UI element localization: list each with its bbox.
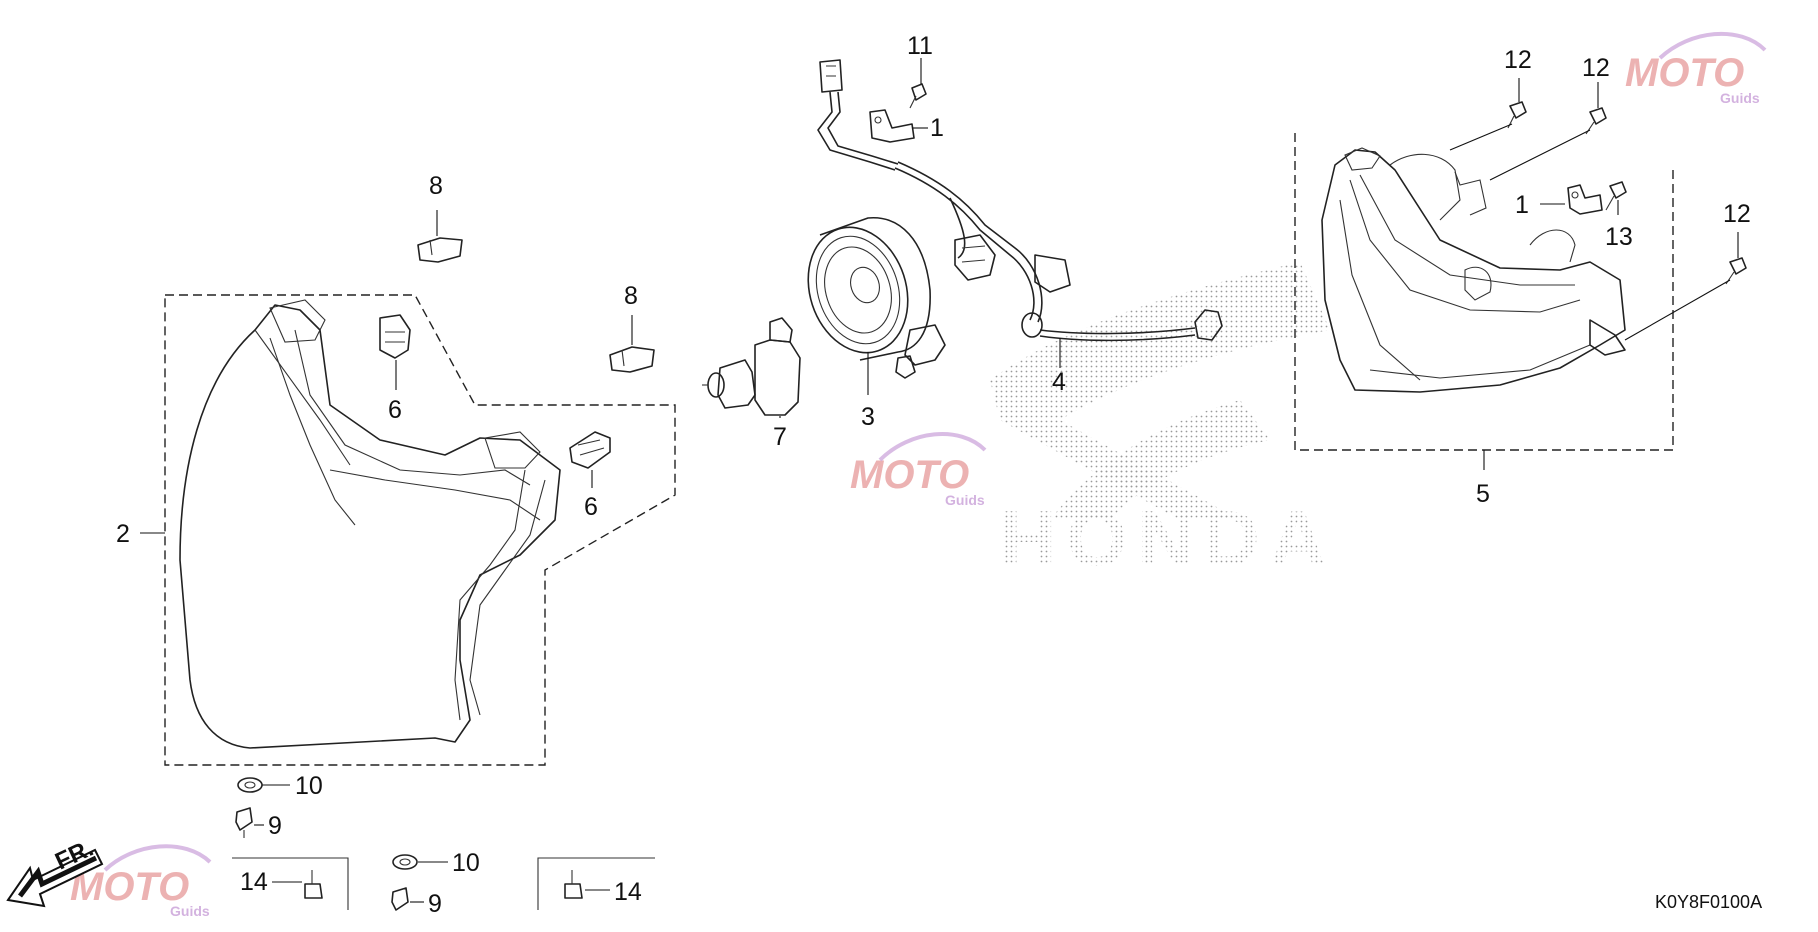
callout-7: 7 [773, 423, 787, 451]
bolt-part-14-left [304, 870, 323, 899]
callout-12b: 12 [1582, 54, 1610, 82]
grommet-part-8-lower [609, 346, 655, 373]
clamp-part-1-center [869, 109, 915, 143]
screw-part-13 [1605, 181, 1627, 211]
screw-part-12-c [1624, 257, 1747, 341]
dust-cover-part-3 [807, 217, 946, 379]
callout-14a: 14 [240, 868, 268, 896]
honda-wing-watermark [990, 262, 1330, 520]
headlight-lens-part-2 [179, 299, 561, 749]
callout-12a: 12 [1504, 46, 1532, 74]
bolt-part-14-right [564, 870, 583, 899]
moto-guids-logo-top-right: MOTO Guids [1625, 31, 1767, 106]
grommet-part-8-upper [417, 237, 463, 263]
callout-2: 2 [116, 520, 130, 548]
headlight-bulb-part-7 [702, 317, 801, 416]
callout-9a: 9 [268, 812, 282, 840]
callout-1a: 1 [930, 114, 944, 142]
callout-6a: 6 [388, 396, 402, 424]
headlight-assembly-box [164, 294, 676, 766]
part-14-right-box [537, 857, 655, 910]
callout-3: 3 [861, 403, 875, 431]
clamp-part-1-right [1567, 184, 1603, 215]
screw-part-12-a [1449, 101, 1527, 151]
honda-brand-watermark: HONDA [1000, 494, 1336, 582]
svg-text:MOTO: MOTO [1625, 51, 1744, 95]
callout-6b: 6 [584, 493, 598, 521]
callout-8a: 8 [429, 172, 443, 200]
drawing-code: K0Y8F0100A [1655, 892, 1762, 912]
washer-part-10-bottom [392, 854, 418, 870]
callout-11: 11 [907, 32, 933, 60]
screw-part-9-left [235, 807, 253, 838]
svg-text:Guids: Guids [1720, 90, 1760, 106]
washer-part-10-left [237, 777, 263, 793]
wire-harness-part-4 [817, 59, 1223, 342]
screw-part-12-b [1489, 107, 1607, 181]
callout-13: 13 [1605, 223, 1633, 251]
callout-10b: 10 [452, 849, 480, 877]
position-light-assembly-box [1294, 133, 1674, 451]
clip-part-6-upper [379, 314, 411, 359]
svg-text:Guids: Guids [945, 492, 985, 508]
screw-part-11 [909, 83, 927, 109]
callout-12c: 12 [1723, 200, 1751, 228]
callout-4: 4 [1052, 368, 1066, 396]
callout-1b: 1 [1515, 191, 1529, 219]
clip-part-6-lower [569, 431, 611, 469]
moto-guids-logo-bottom-left: MOTO Guids [70, 844, 212, 919]
callout-10a: 10 [295, 772, 323, 800]
callout-8b: 8 [624, 282, 638, 310]
screw-part-9-bottom [391, 887, 409, 911]
front-direction-arrow [6, 848, 104, 908]
moto-guids-logo-center: MOTO Guids [850, 432, 987, 508]
svg-text:Guids: Guids [170, 903, 210, 919]
svg-text:MOTO: MOTO [850, 453, 969, 497]
part-14-left-box [232, 857, 349, 910]
position-light-part-5 [1321, 147, 1626, 393]
callout-5: 5 [1476, 480, 1490, 508]
callout-9b: 9 [428, 890, 442, 918]
svg-text:MOTO: MOTO [70, 865, 189, 909]
callout-14b: 14 [614, 878, 642, 906]
